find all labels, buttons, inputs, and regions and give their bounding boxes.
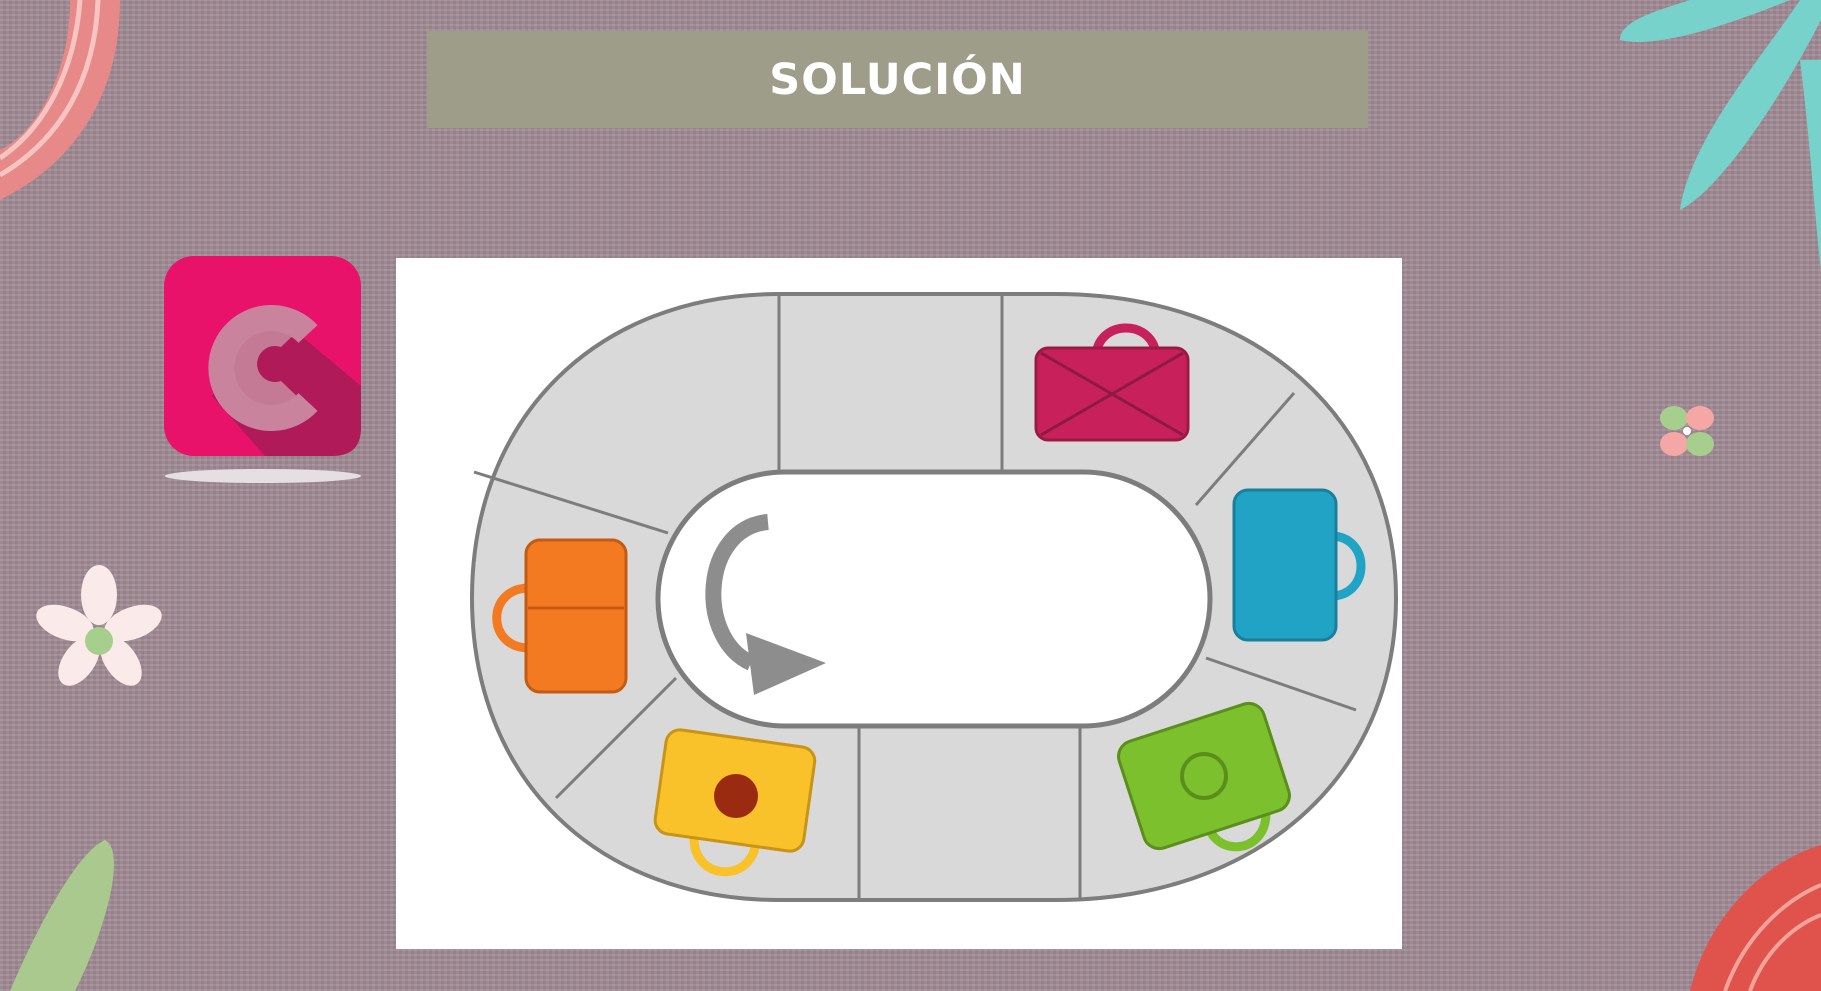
top-left-stripes-decoration [0, 0, 120, 200]
bottom-right-stripes-decoration [1690, 845, 1821, 991]
title-banner: SOLUCIÓN [427, 31, 1368, 128]
red-bag-icon [1034, 323, 1190, 442]
top-right-leaves-decoration [1620, 0, 1821, 270]
orange-bag-icon [492, 538, 628, 694]
yellow-bag-icon [653, 728, 817, 877]
blue-bag-icon [1232, 488, 1366, 642]
rotate-arrow-icon [705, 514, 826, 695]
solution-board-image [396, 258, 1402, 949]
green-bag-icon [1117, 701, 1291, 852]
track-inner [655, 469, 1213, 729]
small-flower-right-icon [1660, 406, 1714, 456]
bottom-left-leaf-decoration [10, 840, 114, 991]
page-title: SOLUCIÓN [769, 54, 1026, 105]
c-logo-icon [160, 256, 365, 486]
flower-left-icon [36, 565, 162, 686]
